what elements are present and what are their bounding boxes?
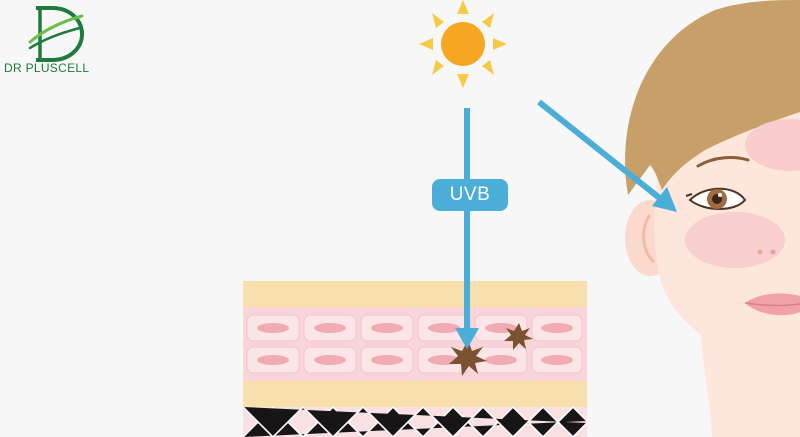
uva-arrow-head: [652, 187, 677, 212]
leaf-icon: [28, 14, 84, 44]
skin-cell-layer: [243, 307, 587, 381]
skin-lower-layer: [243, 381, 587, 407]
sun-icon: [419, 0, 507, 88]
uv-arrows: [455, 99, 677, 349]
brand-name: DR PLUSCELL: [4, 61, 90, 75]
uvb-label: UVB: [432, 179, 508, 211]
dermis-fibers: [242, 405, 588, 437]
brand-logo: [28, 6, 85, 62]
cell-row-2: [246, 346, 583, 374]
skin-dermis-layer: [243, 407, 587, 437]
face-illustration: [625, 0, 800, 437]
skin-top-layer: [243, 281, 587, 307]
uvb-arrow-head: [455, 328, 479, 349]
uva-arrow-shaft: [537, 99, 664, 203]
melanin-spot-icon: [449, 323, 533, 376]
hair: [625, 0, 800, 195]
skin-layer-diagram: [242, 281, 588, 437]
lips: [745, 293, 800, 316]
